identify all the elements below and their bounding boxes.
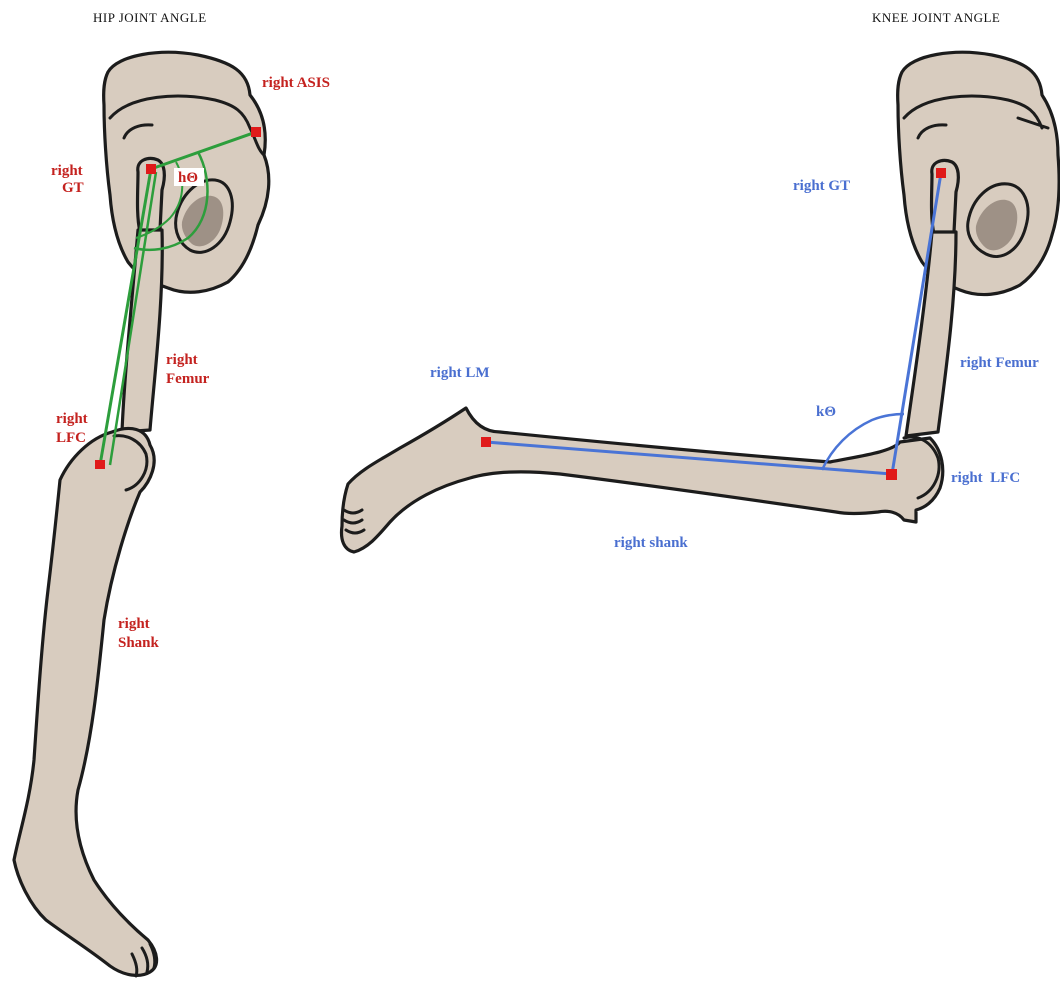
hip-label-gt-line1: right [51,163,83,179]
knee-marker-lfc [886,469,897,480]
hip-marker-gt [146,164,156,174]
hip-shank-bone [14,428,157,975]
hip-label-asis: right ASIS [262,75,330,91]
hip-label-shank-line2: Shank [118,635,160,651]
knee-angle-lines [486,173,941,474]
knee-panel-title: KNEE JOINT ANGLE [872,10,1000,25]
knee-label-gt: right GT [793,178,850,194]
knee-marker-lm [481,437,491,447]
hip-label-femur-line2: Femur [166,371,210,387]
hip-label-lfc-line1: right [56,411,88,427]
hip-label-gt-line2: GT [62,180,84,196]
hip-marker-asis [251,127,261,137]
knee-label-shank: right shank [614,535,688,551]
hip-label-angle: hΘ [178,170,198,186]
knee-pelvis-outline [898,52,1059,294]
knee-label-lfc: right LFC [951,470,1020,486]
knee-label-femur: right Femur [960,355,1039,371]
hip-panel-title: HIP JOINT ANGLE [93,10,207,25]
knee-panel: right GT right Femur right LM kΘ right L… [342,52,1060,552]
hip-label-femur-line1: right [166,352,198,368]
knee-label-lm: right LM [430,365,490,381]
knee-label-angle: kΘ [816,404,836,420]
hip-label-lfc-line2: LFC [56,430,86,446]
knee-pelvis-drawing [898,52,1059,294]
knee-marker-gt [936,168,946,178]
knee-shank-bone [342,408,943,552]
hip-marker-lfc [95,460,105,469]
hip-label-shank-line1: right [118,616,150,632]
hip-panel: right ASIS right GT hΘ right Femur right… [14,52,330,976]
